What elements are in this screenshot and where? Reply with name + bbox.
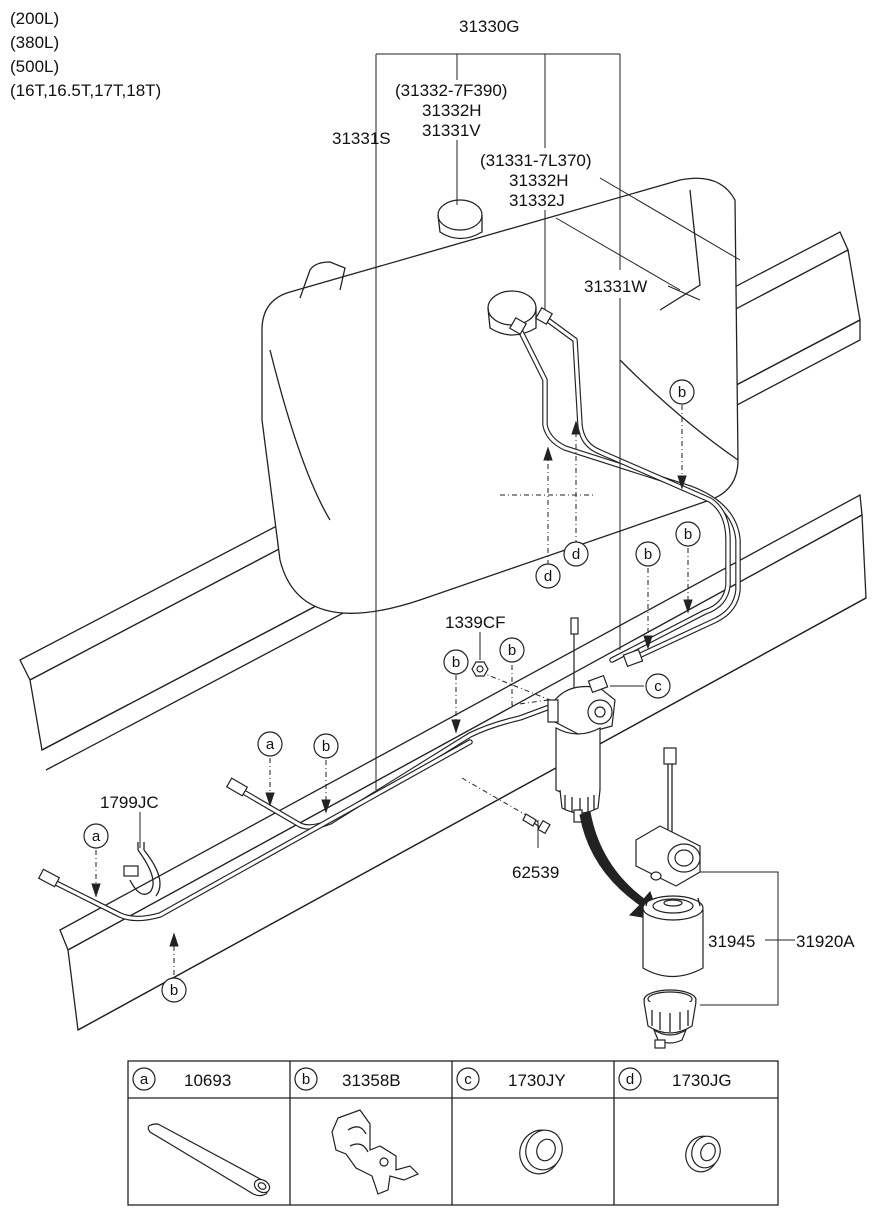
callout-a: a	[83, 823, 109, 849]
tank-cap-1	[437, 199, 483, 231]
label-31945: 31945	[708, 932, 755, 951]
hose-tube-icon	[147, 1123, 271, 1197]
callout-b: b	[499, 637, 525, 663]
variant-500l: (500L)	[10, 57, 59, 76]
label-31332-7f390: (31332-7F390)	[395, 81, 507, 100]
legend-cell-a: a 10693	[132, 1067, 271, 1197]
callout-c: c	[645, 673, 671, 699]
label-1339cf: 1339CF	[445, 613, 505, 632]
variant-tonnage: (16T,16.5T,17T,18T)	[10, 81, 161, 100]
exploded-filter	[635, 747, 704, 1049]
callout-d: d	[563, 541, 589, 567]
label-31920a: 31920A	[796, 932, 855, 951]
legend-part-1730jy: 1730JY	[508, 1071, 566, 1090]
tank-cap-2	[487, 290, 537, 326]
leader-lines	[139, 53, 795, 1006]
svg-text:b: b	[644, 546, 652, 563]
nut-1339cf	[471, 661, 489, 677]
callout-b: b	[635, 541, 661, 567]
variant-200l: (200L)	[10, 9, 59, 28]
callout-circles: b b b d d b b c	[83, 379, 701, 1003]
label-31331w: 31331W	[584, 277, 647, 296]
legend-part-1730jg: 1730JG	[672, 1071, 732, 1090]
svg-text:a: a	[140, 1071, 149, 1088]
svg-text:b: b	[170, 982, 178, 999]
label-31331v: 31331V	[422, 121, 481, 140]
svg-text:d: d	[572, 546, 580, 563]
svg-text:b: b	[508, 642, 516, 659]
variant-380l: (380L)	[10, 33, 59, 52]
label-31331-7l370: (31331-7L370)	[480, 151, 592, 170]
label-31331s: 31331S	[332, 129, 391, 148]
callout-b: b	[443, 649, 469, 675]
label-1799jc: 1799JC	[100, 793, 159, 812]
callout-a: a	[257, 731, 283, 757]
bolt-62539	[522, 813, 551, 835]
grommet-small-icon	[685, 1135, 721, 1173]
clamp-bracket-icon	[331, 1109, 420, 1195]
grommet-icon	[519, 1129, 563, 1175]
installed-fuel-filter	[547, 617, 616, 823]
svg-text:b: b	[322, 738, 330, 755]
callout-b: b	[161, 977, 187, 1003]
svg-text:a: a	[266, 736, 275, 753]
callout-b: b	[669, 379, 695, 405]
dashed-arrows	[91, 405, 693, 975]
part-labels: 31330G (31332-7F390) 31332H 31331V 31331…	[100, 17, 855, 951]
svg-text:b: b	[684, 526, 692, 543]
fuel-pipes	[37, 306, 741, 922]
svg-text:d: d	[544, 568, 552, 585]
band-1799jc	[123, 842, 161, 897]
svg-text:c: c	[654, 678, 662, 695]
label-31332h-1: 31332H	[422, 101, 482, 120]
legend-table: a 10693 b 31358B c 1730JY	[127, 1060, 779, 1206]
callout-d: d	[535, 563, 561, 589]
label-31332j: 31332J	[509, 191, 565, 210]
svg-text:b: b	[678, 384, 686, 401]
label-62539: 62539	[512, 863, 559, 882]
legend-part-31358b: 31358B	[342, 1071, 401, 1090]
svg-text:d: d	[626, 1071, 634, 1088]
fuel-tank	[261, 177, 739, 614]
callout-b: b	[313, 733, 339, 759]
svg-text:b: b	[452, 654, 460, 671]
legend-cell-b: b 31358B	[294, 1067, 420, 1195]
callout-b: b	[675, 521, 701, 547]
label-31332h-2: 31332H	[509, 171, 569, 190]
svg-text:c: c	[464, 1071, 472, 1088]
svg-text:b: b	[302, 1071, 310, 1088]
legend-cell-c: c 1730JY	[456, 1067, 566, 1175]
legend-cell-d: d 1730JG	[618, 1067, 732, 1173]
svg-text:a: a	[92, 828, 101, 845]
label-31330g: 31330G	[459, 17, 520, 36]
variant-list: (200L) (380L) (500L) (16T,16.5T,17T,18T)	[10, 9, 161, 100]
legend-part-10693: 10693	[184, 1071, 231, 1090]
